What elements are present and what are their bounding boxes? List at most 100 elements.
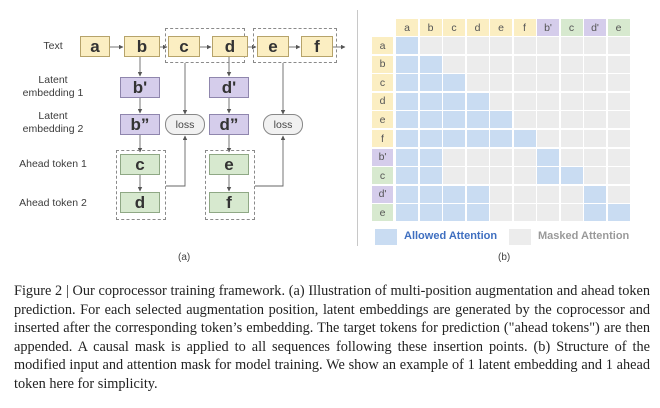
- mask-cell-allowed: [396, 37, 418, 55]
- row-header: c: [372, 167, 393, 185]
- mask-cell-allowed: [396, 111, 418, 129]
- col-header: c: [443, 19, 465, 36]
- text-token-a: a: [80, 36, 110, 57]
- mask-cell-masked: [584, 130, 606, 148]
- mask-cell-masked: [560, 148, 583, 166]
- mask-cell-masked: [560, 185, 583, 203]
- mask-cell-masked: [513, 204, 536, 222]
- mask-cell-masked: [466, 55, 489, 73]
- text-token-b: b: [124, 36, 160, 57]
- mask-cell-masked: [537, 185, 559, 203]
- mask-cell-allowed: [537, 148, 559, 166]
- row-header: f: [372, 130, 393, 148]
- mask-cell-allowed: [419, 74, 442, 92]
- mask-cell-allowed: [443, 92, 465, 110]
- col-header: d': [584, 19, 606, 36]
- mask-cell-allowed: [396, 148, 418, 166]
- mask-cell-masked: [466, 74, 489, 92]
- legend-label-masked: Masked Attention: [538, 230, 630, 242]
- legend-swatch-masked: [509, 229, 531, 245]
- mask-cell-masked: [584, 111, 606, 129]
- col-header: e: [490, 19, 512, 36]
- mask-cell-masked: [607, 130, 630, 148]
- mask-cell-masked: [443, 55, 465, 73]
- mask-cell-masked: [607, 185, 630, 203]
- mask-cell-masked: [490, 204, 512, 222]
- ahead2-token-f: f: [209, 192, 249, 213]
- loss-pill-2: loss: [263, 114, 303, 135]
- mask-cell-masked: [443, 37, 465, 55]
- mask-cell-masked: [607, 167, 630, 185]
- mask-cell-masked: [513, 92, 536, 110]
- mask-cell-allowed: [396, 130, 418, 148]
- mask-cell-masked: [537, 111, 559, 129]
- mask-cell-masked: [560, 74, 583, 92]
- mask-cell-masked: [537, 92, 559, 110]
- mask-cell-masked: [584, 55, 606, 73]
- mask-cell-masked: [560, 55, 583, 73]
- mask-cell-masked: [513, 37, 536, 55]
- mask-cell-masked: [466, 37, 489, 55]
- mask-cell-masked: [513, 185, 536, 203]
- row-label-ahead-2: Ahead token 2: [19, 197, 87, 209]
- mask-cell-masked: [513, 167, 536, 185]
- row-header: d: [372, 92, 393, 110]
- mask-cell-masked: [560, 37, 583, 55]
- mask-cell-allowed: [396, 204, 418, 222]
- group-box-ef: [253, 28, 337, 63]
- mask-cell-allowed: [466, 92, 489, 110]
- mask-cell-masked: [490, 167, 512, 185]
- row-label-latent-1-line1: Latent: [38, 74, 68, 86]
- mask-cell-masked: [607, 111, 630, 129]
- mask-cell-masked: [537, 130, 559, 148]
- mask-cell-masked: [537, 37, 559, 55]
- mask-cell-allowed: [419, 148, 442, 166]
- mask-cell-masked: [584, 37, 606, 55]
- mask-cell-masked: [513, 74, 536, 92]
- mask-cell-masked: [607, 92, 630, 110]
- mask-cell-masked: [490, 92, 512, 110]
- mask-cell-allowed: [419, 185, 442, 203]
- mask-cell-allowed: [443, 111, 465, 129]
- mask-cell-allowed: [584, 204, 606, 222]
- col-header: b': [537, 19, 559, 36]
- mask-cell-allowed: [419, 55, 442, 73]
- mask-cell-masked: [490, 185, 512, 203]
- mask-cell-allowed: [419, 204, 442, 222]
- mask-cell-allowed: [396, 55, 418, 73]
- mask-cell-allowed: [537, 167, 559, 185]
- mask-cell-allowed: [466, 130, 489, 148]
- row-label-latent-2-line2: embedding 2: [22, 123, 84, 135]
- mask-cell-allowed: [419, 130, 442, 148]
- mask-cell-masked: [490, 55, 512, 73]
- mask-cell-allowed: [396, 185, 418, 203]
- text-token-c: c: [168, 36, 200, 57]
- mask-cell-masked: [513, 55, 536, 73]
- row-header: e: [372, 111, 393, 129]
- mask-cell-masked: [513, 148, 536, 166]
- mask-cell-masked: [466, 167, 489, 185]
- row-header: c: [372, 74, 393, 92]
- mask-cell-masked: [584, 92, 606, 110]
- mask-cell-allowed: [443, 185, 465, 203]
- mask-cell-allowed: [443, 74, 465, 92]
- mask-cell-masked: [537, 74, 559, 92]
- row-label-ahead-1: Ahead token 1: [19, 158, 87, 170]
- mask-cell-allowed: [490, 130, 512, 148]
- mask-cell-masked: [560, 130, 583, 148]
- mask-cell-masked: [607, 74, 630, 92]
- latent2-token-b: b”: [120, 114, 160, 135]
- mask-cell-allowed: [396, 74, 418, 92]
- panel-b-caption: (b): [498, 252, 511, 263]
- legend-swatch-allowed: [375, 229, 397, 245]
- mask-cell-allowed: [466, 204, 489, 222]
- row-header: a: [372, 37, 393, 55]
- mask-cell-masked: [490, 74, 512, 92]
- col-header: d: [466, 19, 489, 36]
- mask-cell-allowed: [419, 167, 442, 185]
- group-box-ahead-2: [205, 150, 255, 220]
- mask-cell-allowed: [560, 167, 583, 185]
- mask-cell-masked: [584, 148, 606, 166]
- mask-cell-masked: [443, 148, 465, 166]
- ahead2-token-d: d: [120, 192, 160, 213]
